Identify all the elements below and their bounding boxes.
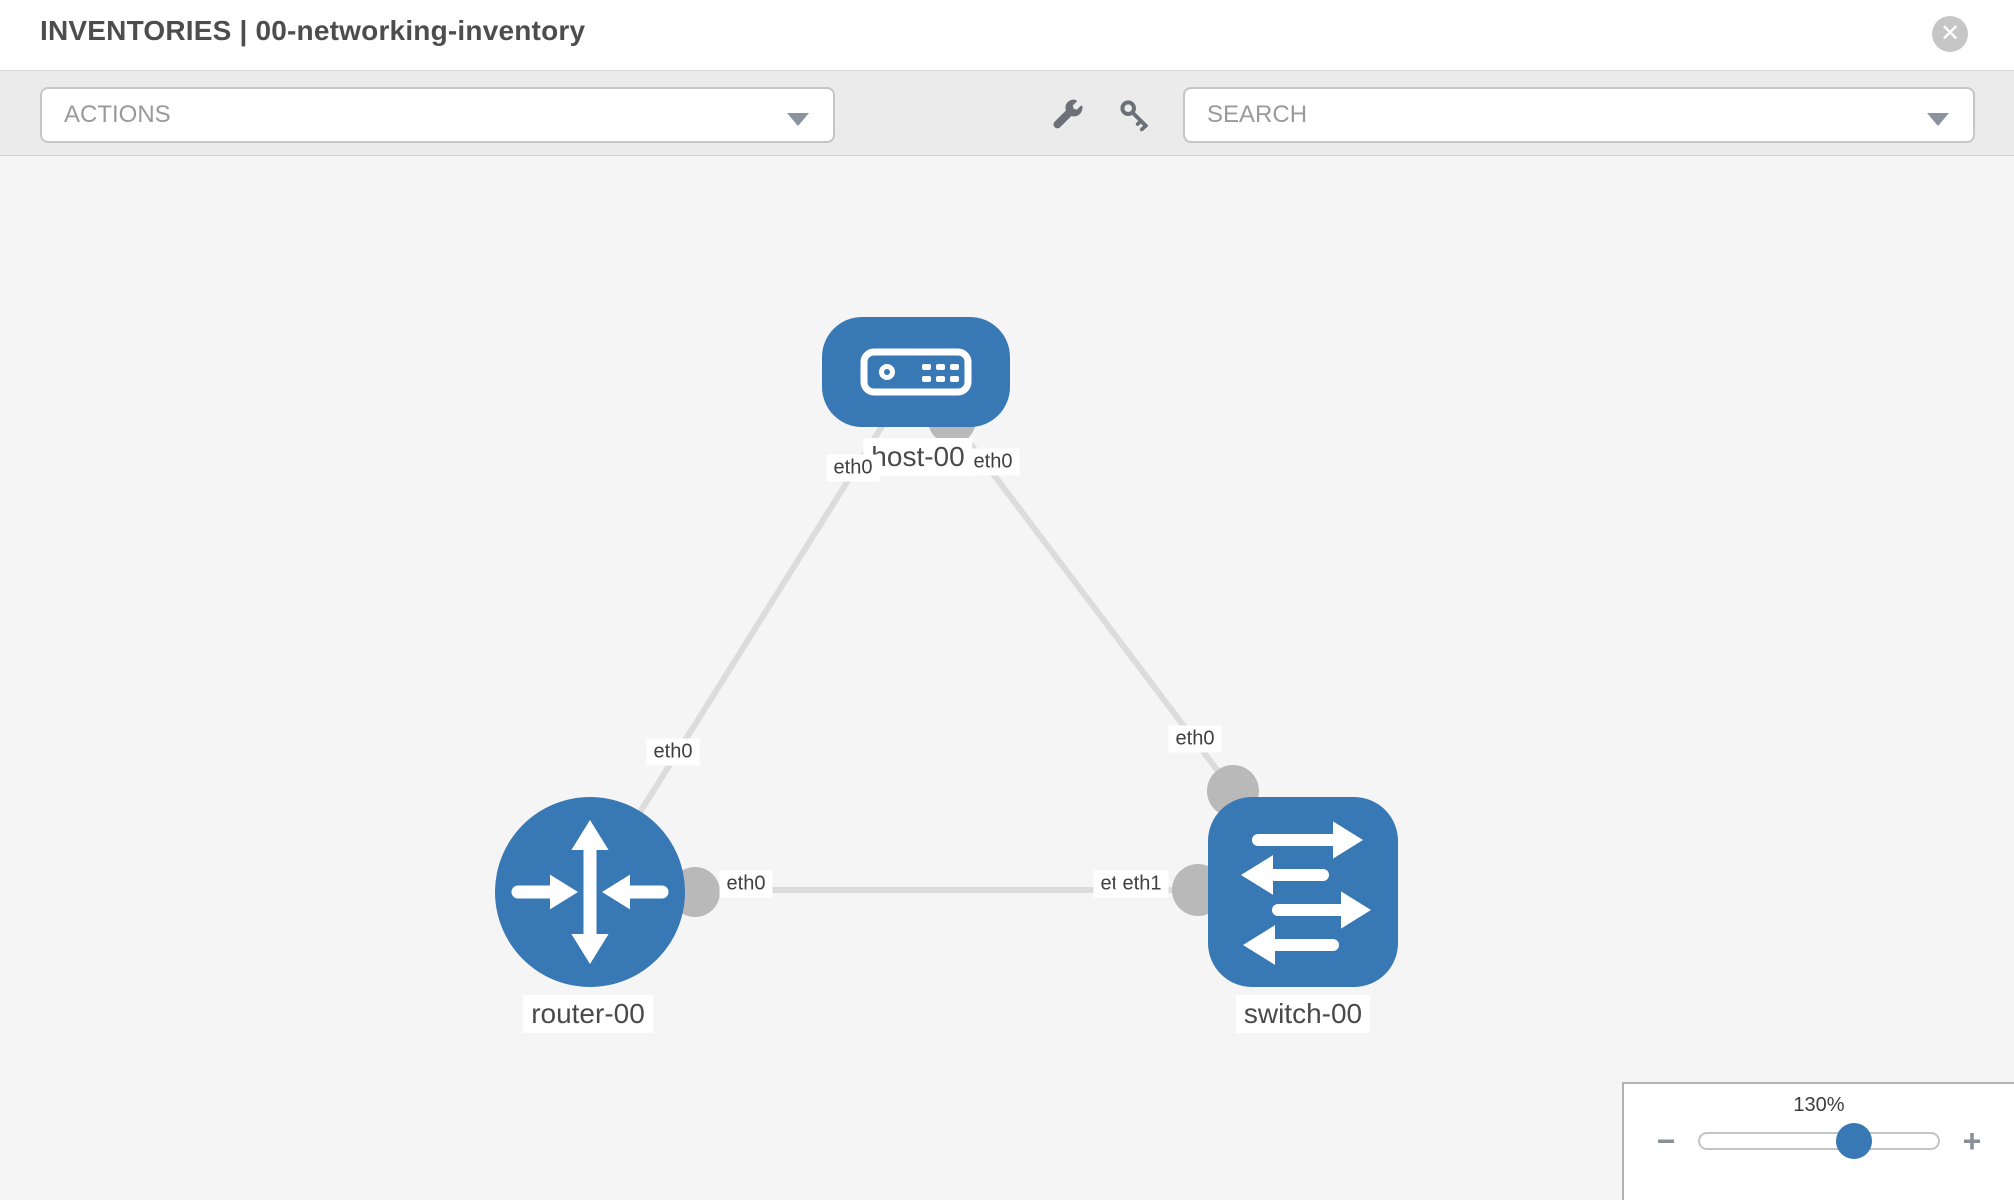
node-host-00[interactable] (822, 317, 1010, 427)
zoom-in-button[interactable]: + (1962, 1123, 1982, 1159)
zoom-level-value: 130% (1793, 1094, 1845, 1116)
node-router-00[interactable] (495, 797, 685, 987)
zoom-out-button[interactable]: − (1656, 1123, 1676, 1159)
node-label-switch-00: switch-00 (1235, 995, 1371, 1033)
interface-label-eth0: eth0 (646, 738, 700, 766)
interface-label-eth0: eth0 (966, 448, 1020, 476)
node-label-router-00: router-00 (523, 995, 653, 1033)
node-switch-00[interactable] (1208, 797, 1398, 987)
zoom-slider-handle[interactable] (1835, 1123, 1872, 1159)
interface-label-eth0: eth0 (826, 454, 880, 482)
zoom-slider-track[interactable] (1698, 1123, 1940, 1159)
interface-label-eth0: eth0 (1168, 725, 1222, 753)
actions-dropdown[interactable]: ACTIONS (40, 87, 835, 143)
close-icon[interactable]: ✕ (1932, 16, 1968, 52)
actions-dropdown-label: ACTIONS (64, 101, 171, 128)
topology-graph (495, 317, 1398, 987)
chevron-down-icon (1927, 113, 1949, 126)
chevron-down-icon (787, 113, 809, 126)
page-title: INVENTORIES | 00-networking-inventory (40, 15, 586, 46)
key-icon[interactable] (1118, 98, 1152, 132)
search-dropdown[interactable]: SEARCH (1183, 87, 1975, 143)
wrench-icon[interactable] (1051, 98, 1085, 132)
interface-label-eth0: eth0 (719, 870, 773, 898)
search-dropdown-label: SEARCH (1207, 101, 1308, 128)
topology-canvas[interactable]: host-00 router-00 switch-00 eth0 eth0 eth0 eth… (0, 156, 2014, 1200)
node-label-host-00: host-00 (863, 438, 973, 476)
panel-header: INVENTORIES | 00-networking-inventory ✕ (0, 0, 2014, 70)
interface-label-eth1: eth1 (1115, 870, 1169, 898)
zoom-panel: 130% − + (1622, 1082, 2014, 1200)
toolbar: ACTIONS SEARCH (0, 70, 2014, 156)
